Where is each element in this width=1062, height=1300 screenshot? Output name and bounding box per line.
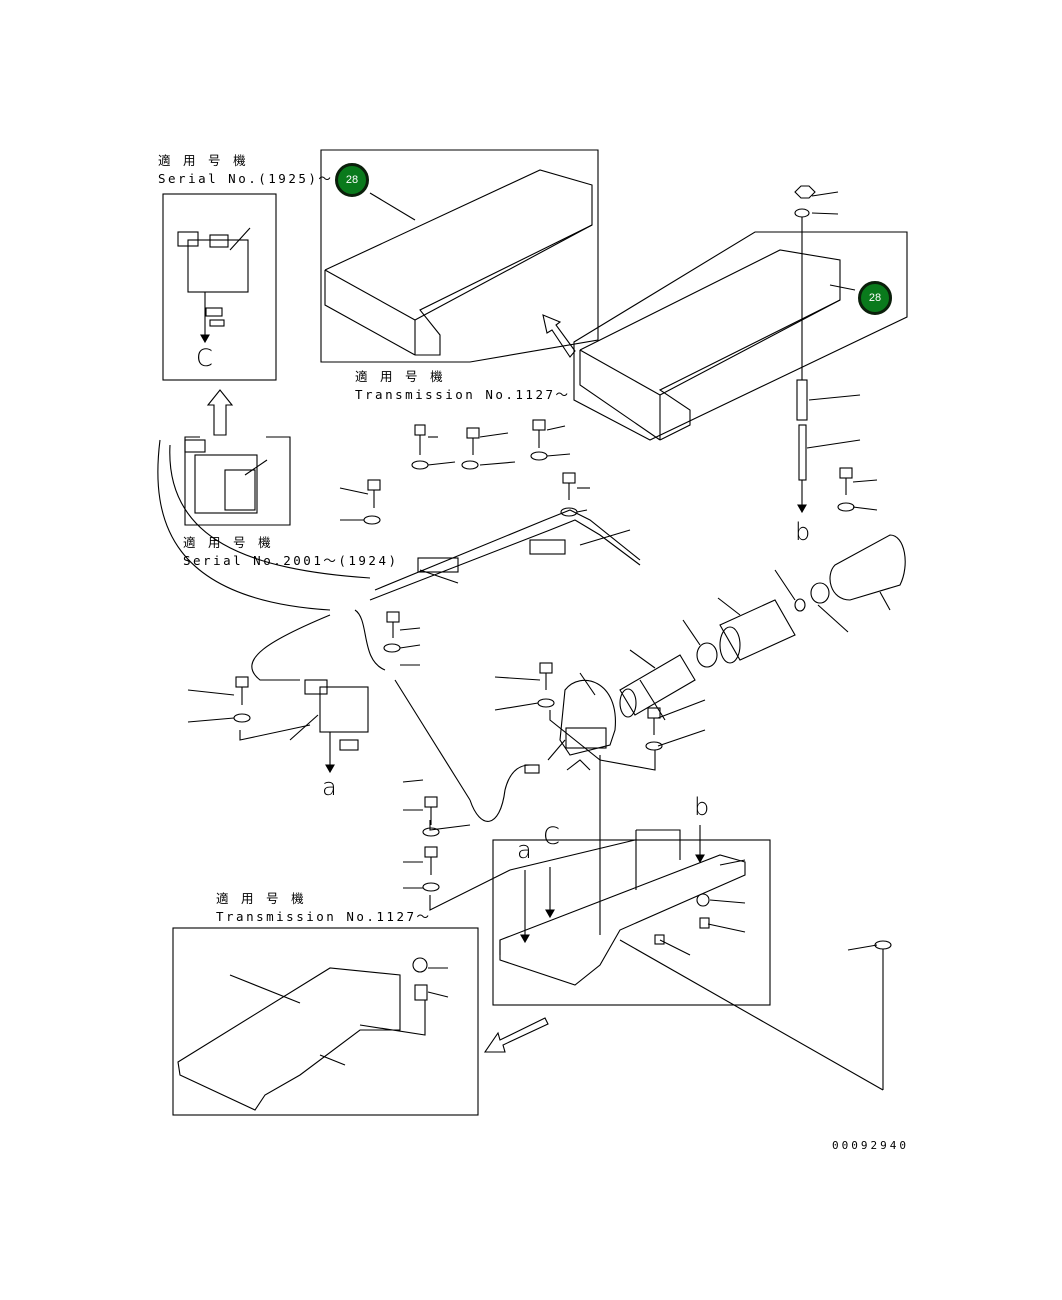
- plate-bottom-drawing: [177, 957, 449, 1111]
- cover-top-drawing: [324, 169, 593, 356]
- solenoid-valve: [304, 679, 369, 774]
- inset-valve-2-drawing: [184, 439, 268, 514]
- caption-serial-2001-jp: 適 用 号 機: [183, 535, 274, 550]
- up-arrow: [206, 389, 234, 436]
- caption-serial-1925-en: Serial No.(1925)～: [158, 171, 334, 186]
- plate-main-drawing: [499, 825, 746, 986]
- down-left-arrow: [483, 1017, 549, 1053]
- leader-lines: [187, 425, 884, 1091]
- view-letter-a-valve: a: [322, 773, 337, 801]
- view-letter-a-plate: a: [517, 836, 532, 864]
- view-letter-b-rod: b: [795, 518, 811, 546]
- view-letter-c-inset: C: [196, 344, 213, 372]
- callout-badge-28-top[interactable]: 28: [335, 163, 369, 197]
- cover-box-top: [320, 149, 599, 363]
- inset-valve-drawing: [177, 227, 251, 344]
- view-letter-c-plate: C: [543, 822, 560, 850]
- drawing-number: 00092940: [832, 1139, 909, 1152]
- caption-serial-2001-en: Serial No.2001～(1924): [183, 553, 399, 568]
- diagonal-arrow: [542, 314, 576, 358]
- plate-box-bottom: [172, 927, 479, 1116]
- caption-trans-top-jp: 適 用 号 機: [355, 369, 446, 384]
- filter-assembly: [619, 534, 906, 721]
- fasteners: [233, 419, 892, 950]
- cover-right-drawing: [579, 249, 856, 441]
- plate-box-main: [492, 839, 771, 1006]
- filter-housing: [524, 672, 616, 935]
- cover-box-right: [573, 231, 908, 441]
- callout-badge-28-right[interactable]: 28: [858, 281, 892, 315]
- caption-trans-top-en: Transmission No.1127～: [355, 387, 571, 402]
- view-letter-b-plate: b: [694, 793, 710, 821]
- caption-serial-1925-jp: 適 用 号 機: [158, 153, 249, 168]
- inset-box-serial-1925: [162, 193, 277, 381]
- rod-assembly: [794, 185, 861, 514]
- caption-trans-bottom-jp: 適 用 号 機: [216, 891, 307, 906]
- inset-box-serial-2001: [184, 436, 291, 526]
- wiring-harness: [157, 439, 641, 822]
- caption-trans-bottom-en: Transmission No.1127～: [216, 909, 432, 924]
